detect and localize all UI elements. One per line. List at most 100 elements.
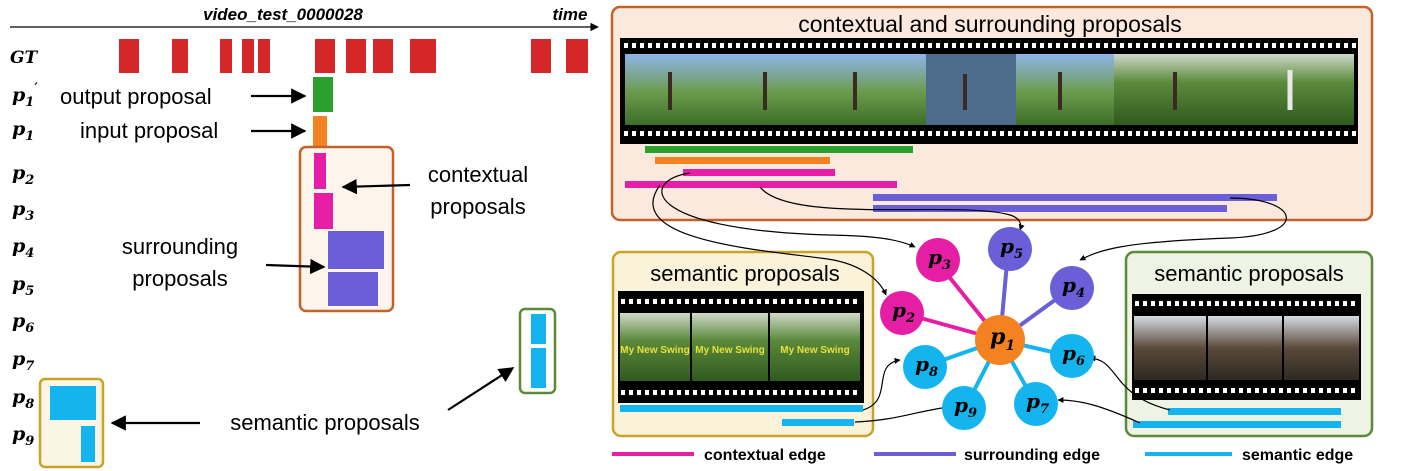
film-sprocket-hole: [864, 43, 868, 48]
legend-contextual-label: contextual edge: [704, 447, 826, 464]
film-sprocket-hole: [736, 131, 740, 136]
film-sprocket-hole: [792, 43, 796, 48]
film-sprocket-hole: [936, 43, 940, 48]
gt-segment: [242, 39, 254, 73]
row-label-p3: p3: [12, 198, 34, 224]
film-sprocket-hole: [781, 390, 785, 395]
film-sprocket-hole: [688, 43, 692, 48]
film-sprocket-hole: [1168, 131, 1172, 136]
film-sprocket-hole: [765, 390, 769, 395]
film-sprocket-hole: [648, 131, 652, 136]
film-sprocket-hole: [848, 131, 852, 136]
film-sprocket-hole: [829, 390, 833, 395]
film-sprocket-hole: [968, 131, 972, 136]
film-sprocket-hole: [733, 390, 737, 395]
film-sprocket-hole: [1296, 131, 1300, 136]
film-sprocket-hole: [709, 390, 713, 395]
film-sprocket-hole: [1128, 43, 1132, 48]
film-sprocket-hole: [992, 131, 996, 136]
film-sprocket-hole: [1271, 301, 1275, 306]
row-label-p2: p2: [12, 162, 34, 188]
film-sprocket-hole: [701, 390, 705, 395]
gt-segment: [220, 39, 232, 73]
film-sprocket-hole: [1255, 388, 1259, 393]
semantic-left-bar-1: [620, 405, 863, 412]
film-sprocket-hole: [856, 131, 860, 136]
node-p4: p4: [1050, 266, 1094, 310]
film-sprocket-hole: [688, 131, 692, 136]
film-sprocket-hole: [904, 131, 908, 136]
film-sprocket-hole: [1183, 301, 1187, 306]
row-label-p1: p1: [12, 118, 34, 144]
semantic-filmstrip-right: [1132, 294, 1361, 400]
film-sprocket-hole: [1120, 131, 1124, 136]
film-sprocket-hole: [856, 43, 860, 48]
film-sprocket-hole: [1191, 301, 1195, 306]
film-sprocket-hole: [645, 299, 649, 304]
film-sprocket-hole: [1184, 43, 1188, 48]
film-sprocket-hole: [624, 43, 628, 48]
surrounding-bar-p4: [328, 231, 384, 269]
film-sprocket-hole: [672, 131, 676, 136]
film-sprocket-hole: [776, 131, 780, 136]
film-sprocket-hole: [1247, 301, 1251, 306]
film-sprocket-hole: [976, 43, 980, 48]
film-sprocket-hole: [1072, 131, 1076, 136]
film-sprocket-hole: [813, 390, 817, 395]
row-label-p4: p4: [12, 235, 34, 261]
gt-segment: [315, 39, 335, 73]
film-sprocket-hole: [1000, 131, 1004, 136]
gt-segment: [346, 39, 366, 73]
film-sprocket-hole: [1327, 388, 1331, 393]
film-sprocket-hole: [832, 131, 836, 136]
film-sprocket-hole: [936, 131, 940, 136]
film-sprocket-hole: [1135, 301, 1139, 306]
film-sprocket-hole: [1319, 388, 1323, 393]
film-sprocket-hole: [984, 131, 988, 136]
film-sprocket-hole: [1208, 43, 1212, 48]
svg-text:p2: p2: [892, 298, 915, 326]
film-sprocket-hole: [821, 390, 825, 395]
film-sprocket-hole: [1208, 131, 1212, 136]
semantic-right-bar-2: [1133, 421, 1341, 428]
film-sprocket-hole: [701, 299, 705, 304]
film-sprocket-hole: [816, 131, 820, 136]
film-sprocket-hole: [1128, 131, 1132, 136]
node-p3: p3: [916, 238, 960, 282]
film-sprocket-hole: [1296, 43, 1300, 48]
film-sprocket-hole: [712, 43, 716, 48]
semantic-filmstrip-left: My New Swing My New Swing My New Swing: [618, 291, 864, 403]
film-sprocket-hole: [1216, 43, 1220, 48]
film-sprocket-hole: [704, 131, 708, 136]
film-sprocket-hole: [1151, 301, 1155, 306]
film-sprocket-hole: [1175, 301, 1179, 306]
film-sprocket-hole: [1192, 131, 1196, 136]
film-sprocket-hole: [800, 131, 804, 136]
film-sprocket-hole: [1239, 388, 1243, 393]
film-sprocket-hole: [1327, 301, 1331, 306]
film-sprocket-hole: [1255, 301, 1259, 306]
film-sprocket-hole: [717, 390, 721, 395]
surrounding-bar-p5: [328, 272, 378, 306]
semantic-left-bar-2: [782, 419, 854, 426]
film-sprocket-hole: [744, 131, 748, 136]
film-sprocket-hole: [821, 299, 825, 304]
film-sprocket-hole: [904, 43, 908, 48]
film-sprocket-hole: [1112, 43, 1116, 48]
film-sprocket-hole: [1088, 131, 1092, 136]
film-sprocket-hole: [920, 43, 924, 48]
film-sprocket-hole: [952, 43, 956, 48]
film-sprocket-hole: [1104, 131, 1108, 136]
semantic-arrow-right: [447, 367, 515, 411]
film-sprocket-hole: [805, 299, 809, 304]
surrounding-label-line2: proposals: [132, 266, 227, 291]
timeline-axis: video_test_0000028 time: [10, 5, 599, 32]
semantic-bar-p8: [50, 386, 96, 420]
film-sprocket-hole: [640, 131, 644, 136]
film-sprocket-hole: [984, 43, 988, 48]
semantic-right-bar-1: [1168, 408, 1341, 415]
film-sprocket-hole: [1200, 131, 1204, 136]
panel-contextual-bar-1: [683, 169, 835, 176]
film-sprocket-hole: [813, 299, 817, 304]
